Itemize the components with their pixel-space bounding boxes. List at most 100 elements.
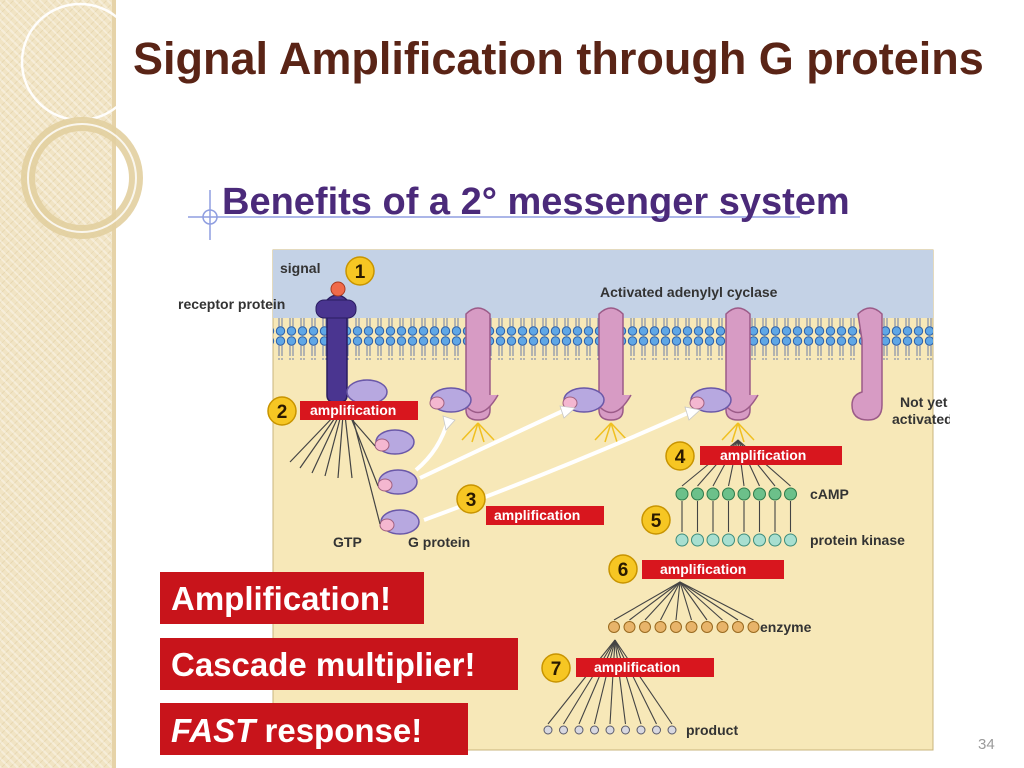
step-4-marker: 4 amplification (665, 441, 842, 471)
cascade-arrow (614, 639, 642, 725)
step-2-spread-arrows (289, 414, 381, 525)
label-g-protein: G protein (408, 534, 470, 550)
step-5-number: 5 (651, 511, 662, 532)
protein-kinase-molecule (722, 533, 735, 547)
protein-kinase-molecule (675, 533, 689, 547)
enzyme-molecule (685, 621, 698, 633)
label-product: product (686, 722, 738, 738)
camp-molecule (768, 487, 782, 501)
product-molecule (652, 725, 661, 735)
camp-molecule (675, 487, 689, 501)
step-6-number: 6 (618, 560, 629, 581)
g-protein-at-cyclase-2 (562, 387, 605, 413)
cascade-arrow (679, 581, 693, 621)
enzyme-molecule (701, 621, 713, 633)
step-4-number: 4 (675, 447, 686, 468)
protein-kinase-molecules (675, 533, 797, 547)
cascade-arrow (547, 639, 616, 725)
camp-molecule (706, 487, 720, 501)
cascade-arrow (613, 581, 681, 621)
step-2-number: 2 (277, 402, 288, 423)
step-3-amplification-tag (486, 506, 604, 525)
protein-kinase-molecule (784, 533, 797, 547)
camp-molecule (722, 487, 735, 501)
decorative-circles (20, 2, 143, 239)
protein-kinase-molecule (768, 533, 782, 547)
product-molecule (590, 725, 599, 735)
camp-molecule (784, 487, 797, 501)
enzyme-molecule (654, 621, 667, 633)
product-molecules (543, 725, 677, 735)
enzyme-molecule (747, 621, 760, 633)
heading-crosshair (188, 190, 800, 240)
protein-kinase-molecule (737, 533, 751, 547)
cascade-arrow (679, 581, 754, 621)
cascade-arrow (614, 639, 627, 725)
g-protein-free-2 (377, 469, 418, 495)
protein-kinase-molecule (691, 533, 704, 547)
diagram-heading: Benefits of a 2° messenger system (222, 181, 850, 223)
camp-molecule (737, 487, 751, 501)
callout-fast-word: FAST (171, 712, 258, 749)
protein-kinase-molecule (753, 533, 766, 547)
slide-page-number: 34 (978, 736, 995, 753)
product-molecule (621, 725, 630, 735)
cascade-arrow (675, 581, 681, 621)
step-7-marker: 7 amplification (541, 653, 714, 683)
cascade-arrow (614, 639, 657, 725)
step-6-marker: 6 amplification (608, 554, 784, 584)
signal-molecule (330, 281, 346, 297)
cascade-arrow (563, 639, 616, 725)
cascade-arrow (593, 639, 616, 725)
callout-cascade-multiplier: Cascade multiplier! (160, 638, 518, 690)
camp-molecule (753, 487, 766, 501)
step-7-amplification-tag (576, 658, 714, 677)
enzyme-molecule (639, 621, 651, 633)
protein-kinase-molecule (706, 533, 720, 547)
label-receptor-protein: receptor protein (178, 296, 285, 312)
deco-ring-large (20, 2, 140, 122)
enzyme-molecule (608, 621, 620, 633)
step-3-number: 3 (466, 490, 477, 511)
label-camp: cAMP (810, 486, 849, 502)
g-protein-arrowheads (442, 405, 701, 431)
adenylyl-cyclase-inactive (851, 307, 883, 421)
step-1-number: 1 (355, 262, 366, 283)
callout-fast-rest: response! (255, 712, 422, 749)
step-3-tag-text: amplification (494, 507, 580, 523)
callout-fast-response: FAST response! (160, 703, 468, 755)
label-enzyme: enzyme (760, 619, 812, 635)
step-5-marker: 5 (641, 505, 671, 535)
g-protein-at-cyclase-1 (429, 387, 472, 413)
step-2-marker: 2 amplification (267, 396, 418, 426)
label-activated: activated (892, 411, 950, 427)
cascade-arrow (614, 639, 673, 725)
step-3-marker: 3 amplification (456, 484, 604, 525)
g-protein-bound (346, 379, 388, 405)
cascade-arrow (660, 581, 681, 621)
cascade-arrow (578, 639, 616, 725)
camp-molecules (675, 487, 797, 501)
product-molecule (574, 725, 584, 735)
g-protein-at-cyclase-3 (689, 387, 732, 413)
step-4-amplification-tag (700, 446, 842, 465)
product-molecule (667, 725, 677, 735)
step-2-tag-text: amplification (310, 402, 396, 418)
label-signal: signal (280, 260, 320, 276)
enzyme-molecule (670, 621, 682, 633)
product-molecule (559, 725, 568, 735)
step-4-tag-text: amplification (720, 447, 806, 463)
activation-rays (461, 422, 755, 443)
step-1-marker: 1 (345, 256, 375, 286)
cascade-arrow (644, 581, 681, 621)
label-not-yet: Not yet (900, 394, 948, 410)
cascade-arrow (629, 581, 681, 621)
deco-ring-small-inner (27, 123, 137, 233)
g-protein-diagram: Benefits of a 2° messenger system (160, 181, 950, 755)
callout-amplification: Amplification! (160, 572, 424, 624)
enzyme-molecule (716, 621, 729, 633)
step-7-number: 7 (551, 659, 562, 680)
side-strip-border (112, 0, 116, 768)
step-7-tag-text: amplification (594, 659, 680, 675)
g-protein-free-1 (374, 429, 415, 455)
